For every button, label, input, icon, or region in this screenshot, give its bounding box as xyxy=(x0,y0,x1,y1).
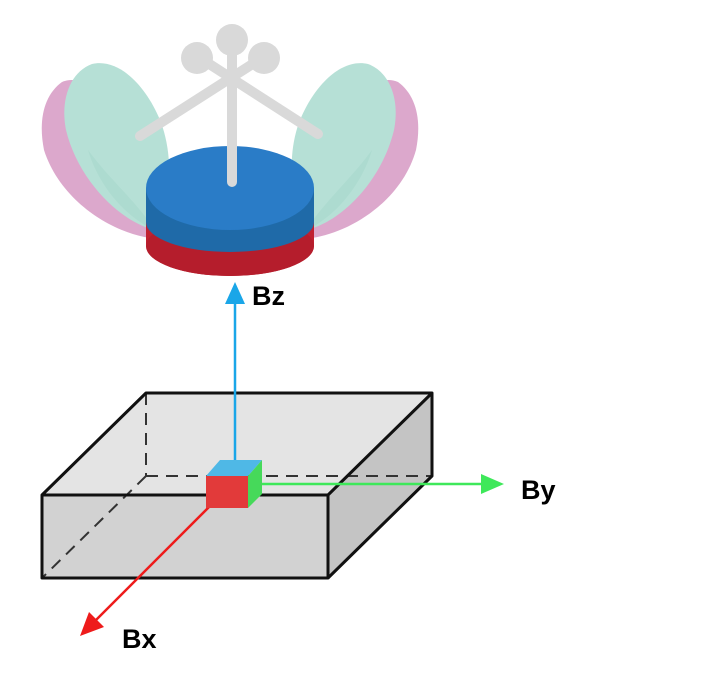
slab-front-outline xyxy=(40,495,330,580)
bx-label: Bx xyxy=(122,624,157,654)
bx-arrowhead xyxy=(80,612,104,636)
right-wing-green xyxy=(291,63,396,231)
antenna-sticks xyxy=(135,42,323,141)
sensor-cube xyxy=(206,460,262,508)
slab-side-outline xyxy=(326,393,434,580)
bz-arrowhead xyxy=(225,282,245,304)
slab-hidden-edges xyxy=(41,393,432,579)
by-label: By xyxy=(521,475,556,505)
axes xyxy=(80,282,504,636)
left-wing-green xyxy=(64,63,170,231)
sensor-side-face xyxy=(248,460,262,508)
bx-axis-line xyxy=(93,491,225,623)
right-diagonal-stick xyxy=(195,53,323,139)
magnet-assembly xyxy=(41,24,419,276)
bz-label: Bz xyxy=(252,281,285,311)
vertical-stick xyxy=(216,24,248,187)
hidden-edge-diagonal xyxy=(41,475,147,579)
right-knob xyxy=(248,42,280,74)
sensor-slab xyxy=(40,391,434,580)
top-knob xyxy=(216,24,248,56)
right-wing xyxy=(291,63,419,238)
by-arrowhead xyxy=(481,474,504,494)
cylinder-magnet xyxy=(146,146,314,276)
right-wing-shade xyxy=(306,150,372,230)
sensor-front-face xyxy=(206,476,248,508)
slab-front-face xyxy=(42,495,328,578)
slab-side-face xyxy=(328,393,432,578)
magnet-top-blue xyxy=(146,146,314,230)
left-wing xyxy=(41,63,170,238)
slab-top-face xyxy=(42,393,432,495)
left-knob xyxy=(181,42,213,74)
left-wing-shade xyxy=(88,150,155,230)
sensor-top-face xyxy=(206,460,262,476)
left-diagonal-stick xyxy=(135,53,267,141)
